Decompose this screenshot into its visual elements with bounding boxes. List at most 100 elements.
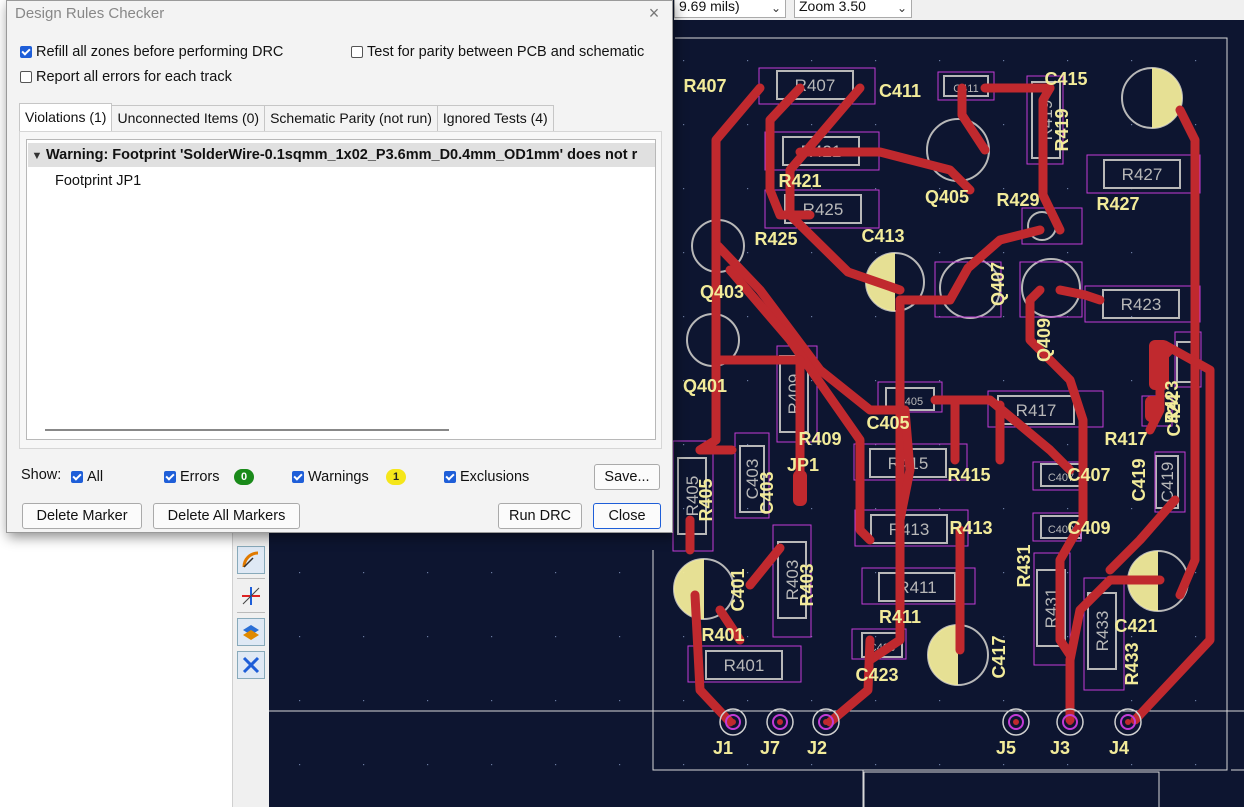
silkscreen-label: Q403 (700, 282, 744, 302)
copper-track (725, 265, 875, 545)
footprint-outline (878, 572, 956, 602)
tab-unconnected-items[interactable]: Unconnected Items (0) (111, 105, 266, 131)
run-drc-button[interactable]: Run DRC (498, 503, 582, 529)
grid-dot (683, 764, 685, 766)
grid-dot (1195, 572, 1197, 574)
violations-list[interactable]: ▼Warning: Footprint 'SolderWire-0.1sqmm_… (26, 139, 656, 440)
silkscreen-label: Q401 (683, 376, 727, 396)
tools-button[interactable] (237, 651, 265, 679)
copper-track (1130, 340, 1215, 725)
show-exclusions-checkbox[interactable]: Exclusions (444, 469, 529, 485)
zoom-select[interactable]: Zoom 3.50 ⌄ (794, 0, 912, 18)
grid-dot (363, 636, 365, 638)
grid-dot (491, 572, 493, 574)
draw-arc-button[interactable] (237, 546, 265, 574)
show-all-label: All (87, 469, 104, 485)
grid-dot (1067, 124, 1069, 126)
refill-zones-checkbox[interactable]: Refill all zones before performing DRC (20, 44, 283, 60)
connector-pad (725, 714, 741, 730)
grid-dot (683, 252, 685, 254)
silkscreen-label: C411 (879, 81, 921, 101)
report-all-errors-checkbox[interactable]: Report all errors for each track (20, 69, 232, 85)
grid-dot (939, 380, 941, 382)
grid-value: 9.69 mils) (679, 0, 740, 14)
tracks (685, 83, 1215, 727)
warnings-count-badge: 1 (386, 469, 406, 485)
grid-dot (1067, 572, 1069, 574)
tab-ignored-tests[interactable]: Ignored Tests (4) (436, 105, 554, 131)
grid-dot (811, 764, 813, 766)
silkscreen-label: R425 (754, 229, 797, 249)
connector-pad (1008, 714, 1024, 730)
horizontal-scrollbar[interactable] (45, 429, 449, 431)
grid-dot (747, 444, 749, 446)
courtyard (861, 567, 976, 605)
grid-dot (747, 380, 749, 382)
tab-violations[interactable]: Violations (1) (19, 103, 113, 131)
fab-reference: R407 (795, 76, 836, 95)
fab-reference: R433 (1093, 611, 1112, 652)
save-button[interactable]: Save... (594, 464, 660, 490)
copper-track (1065, 575, 1165, 665)
delete-all-markers-button[interactable]: Delete All Markers (153, 503, 300, 529)
grid-dot (427, 764, 429, 766)
show-all-checkbox[interactable]: All (71, 469, 103, 485)
tab-schematic-parity[interactable]: Schematic Parity (not run) (264, 105, 438, 131)
courtyard (1084, 285, 1201, 323)
grid-dot (747, 188, 749, 190)
violation-child-item[interactable]: Footprint JP1 (55, 173, 142, 189)
copper-track (1038, 83, 1065, 235)
copper-track (745, 543, 785, 590)
show-errors-checkbox[interactable]: Errors (164, 469, 219, 485)
grid-dot (811, 380, 813, 382)
violation-row[interactable]: ▼Warning: Footprint 'SolderWire-0.1sqmm_… (28, 143, 655, 167)
grid-dot (1067, 764, 1069, 766)
close-icon[interactable]: × (648, 3, 660, 23)
grid-select[interactable]: 9.69 mils) ⌄ (674, 0, 786, 18)
grid-dot (1195, 764, 1197, 766)
footprint-outline (705, 650, 783, 680)
grid-dot (427, 572, 429, 574)
chevron-down-icon: ⌄ (896, 1, 907, 15)
courtyard (854, 509, 969, 547)
grid-dot (1195, 700, 1197, 702)
show-errors-label: Errors (180, 469, 220, 485)
copper-track (825, 635, 875, 727)
grid-dot (1003, 124, 1005, 126)
silkscreen-label: C421 (1114, 616, 1157, 636)
grid-dot (299, 700, 301, 702)
show-warnings-checkbox[interactable]: Warnings (292, 469, 369, 485)
test-parity-checkbox[interactable]: Test for parity between PCB and schemati… (351, 44, 644, 60)
grid-dot (1067, 188, 1069, 190)
copper-track (1105, 495, 1180, 575)
chevron-down-icon[interactable]: ▼ (31, 150, 43, 162)
grid-dot (811, 60, 813, 62)
grid-dot (1067, 60, 1069, 62)
grid-dot (875, 188, 877, 190)
silkscreen-label: JP1 (787, 455, 819, 475)
silkscreen-label: Q407 (988, 262, 1008, 306)
grid-dot (1003, 572, 1005, 574)
grid-dot (683, 316, 685, 318)
grid-dot (363, 764, 365, 766)
refill-zones-label: Refill all zones before performing DRC (36, 44, 284, 60)
footprint-outline (1103, 159, 1181, 189)
close-button[interactable]: Close (593, 503, 661, 529)
silkscreen-label: R431 (1014, 544, 1034, 587)
silkscreen-label: R423 (1162, 380, 1182, 423)
grid-dot (555, 764, 557, 766)
measure-button[interactable] (237, 582, 265, 610)
delete-marker-button[interactable]: Delete Marker (22, 503, 142, 529)
layers-button[interactable] (237, 618, 265, 646)
checkbox-checked-icon (164, 471, 176, 483)
grid-dot (875, 252, 877, 254)
silkscreen-label: C415 (1044, 69, 1087, 89)
connector-pad (1120, 714, 1136, 730)
grid-dot (1195, 636, 1197, 638)
connector-pad (1056, 708, 1084, 736)
tab-bar: Violations (1) Unconnected Items (0) Sch… (19, 103, 554, 131)
grid-dot (747, 572, 749, 574)
